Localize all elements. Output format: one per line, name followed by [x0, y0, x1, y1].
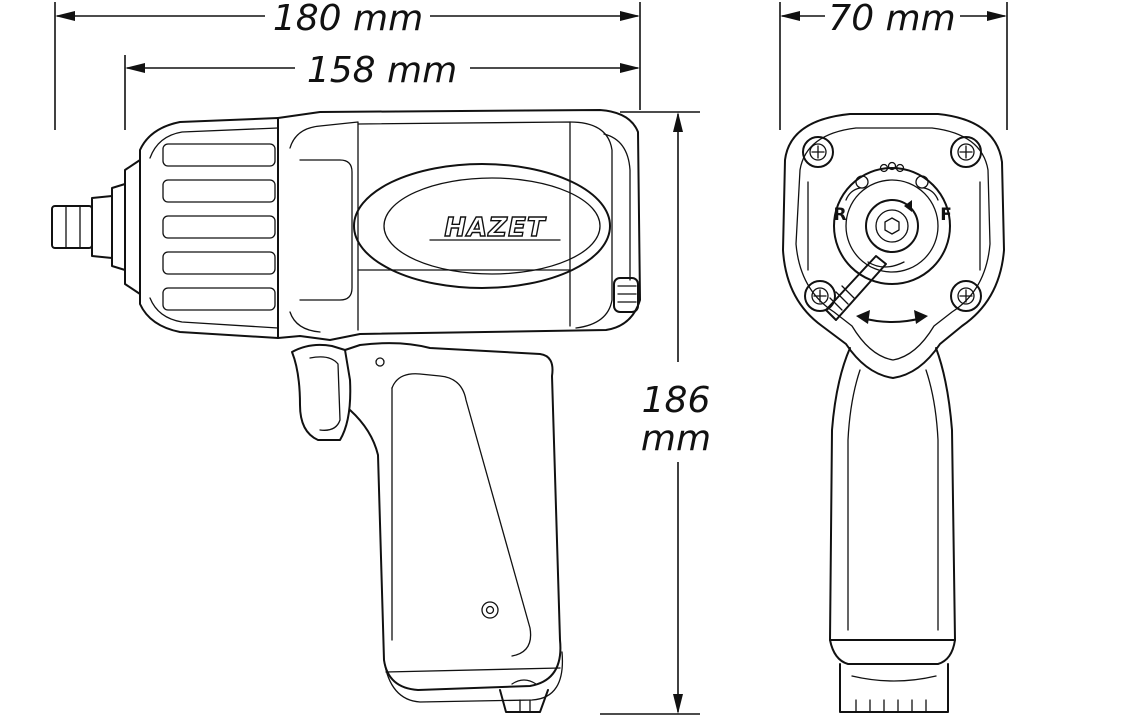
- screw-bottom-right-icon: [950, 280, 982, 312]
- overall-length-label: 180 mm: [273, 0, 423, 39]
- brand-oval: HAZET: [353, 163, 611, 289]
- dimension-overall-length: 180 mm: [54, 0, 641, 130]
- dimension-width: 70 mm: [779, 0, 1008, 130]
- rear-view: R F: [782, 113, 1005, 713]
- rear-body-outline: [782, 113, 1005, 379]
- body-length-label: 158 mm: [307, 50, 457, 91]
- height-unit-label: mm: [641, 418, 711, 459]
- dimension-body-length: 158 mm: [124, 50, 640, 130]
- square-drive-anvil: [51, 159, 141, 295]
- side-view: HAZET: [51, 109, 641, 713]
- width-label: 70 mm: [828, 0, 955, 39]
- regulator-lever: [825, 255, 905, 321]
- forward-label: F: [940, 205, 952, 225]
- rotation-arrow-icon: [856, 310, 928, 324]
- screw-top-left-icon: [802, 136, 834, 168]
- screw-top-right-icon: [950, 136, 982, 168]
- dimension-height: 186 mm: [600, 111, 711, 715]
- rear-dial: [613, 277, 639, 313]
- handle: [344, 342, 564, 703]
- screw-bottom-left-icon: [804, 280, 836, 312]
- direction-selector: R F: [833, 161, 952, 285]
- rear-handle: [829, 347, 956, 713]
- front-housing: [139, 117, 279, 339]
- height-value-label: 186: [642, 380, 711, 421]
- air-inlet: [499, 679, 549, 713]
- brand-logo: HAZET: [444, 213, 546, 243]
- reverse-label: R: [833, 205, 846, 225]
- trigger: [291, 343, 385, 441]
